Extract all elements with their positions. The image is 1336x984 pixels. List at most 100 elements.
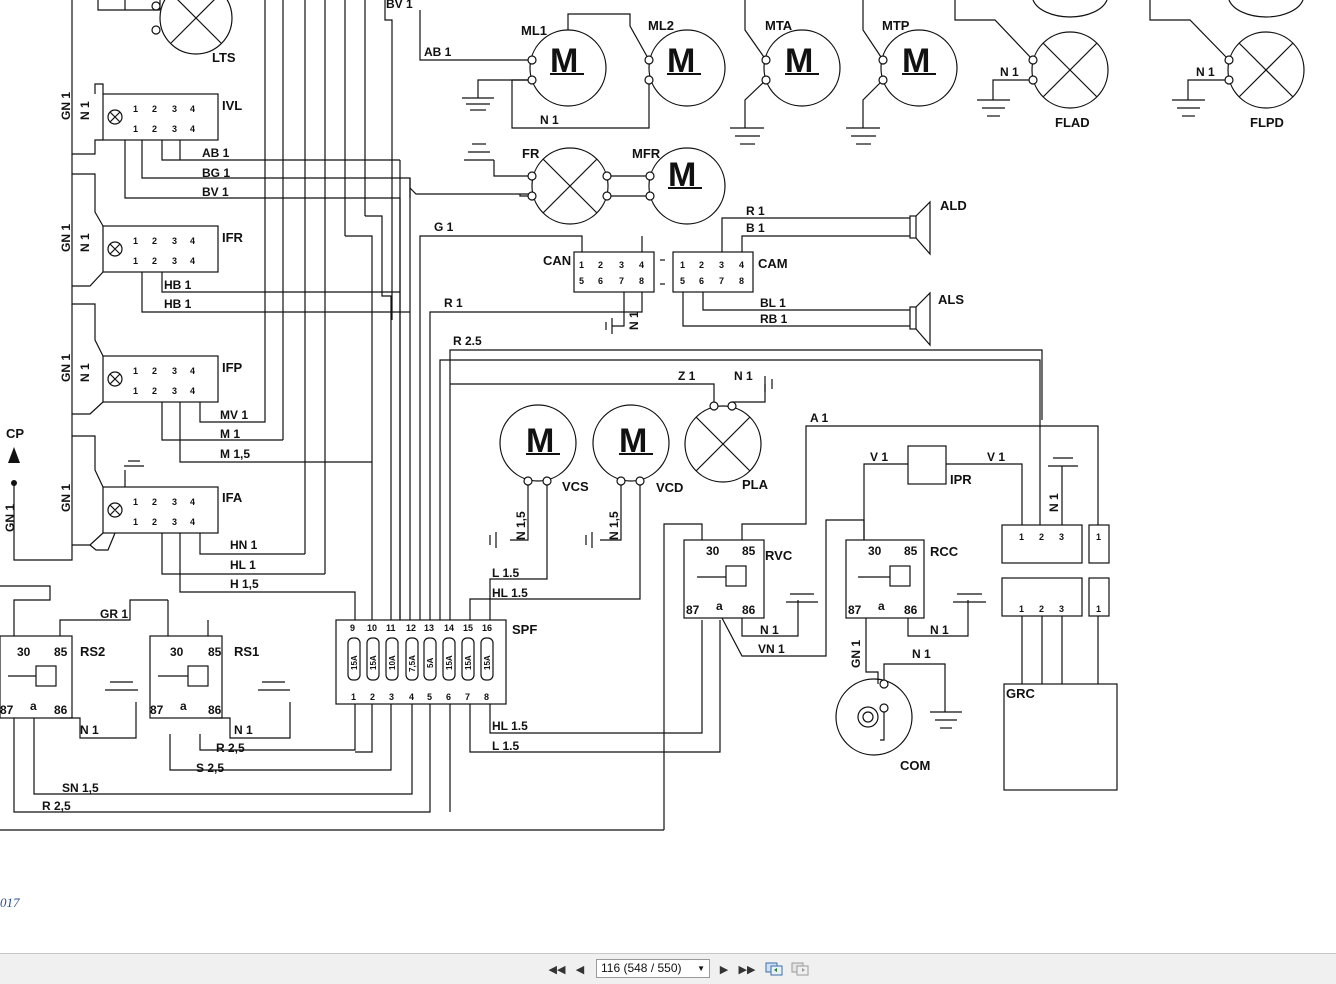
- label-flad: FLAD: [1055, 115, 1090, 130]
- ifp-pin: 3: [172, 366, 177, 376]
- grc-pin: 2: [1039, 604, 1044, 614]
- grc-pin: 1: [1096, 604, 1101, 614]
- spf-bottom-pin: 7: [465, 692, 470, 702]
- ifa-pin: 4: [190, 517, 195, 527]
- page-display: 116 (548 / 550): [601, 961, 682, 975]
- rcc-pin-85: 85: [904, 544, 918, 558]
- wire-n1-flad: N 1: [1000, 65, 1019, 79]
- rcc-pin-30: 30: [868, 544, 882, 558]
- terminal-circles: [151, 1, 1234, 713]
- wire-b1-ald: B 1: [746, 221, 765, 235]
- spf-bottom-pin: 5: [427, 692, 432, 702]
- spf-bottom-pin: 3: [389, 692, 394, 702]
- grc-top-pin: 1: [1096, 532, 1101, 542]
- label-ml2: ML2: [648, 18, 674, 33]
- motor-symbols: M M M M M M M: [526, 42, 930, 460]
- label-cam: CAM: [758, 256, 788, 271]
- first-page-icon: ◀◀: [548, 963, 566, 976]
- wire-r1-ald: R 1: [746, 204, 765, 218]
- wire-n1-ifp: N 1: [78, 363, 92, 382]
- last-page-button[interactable]: ▶▶: [738, 961, 756, 977]
- spf-top-pin: 16: [482, 623, 492, 633]
- label-ivl: IVL: [222, 98, 242, 113]
- grc-top-pin: 1: [1019, 532, 1024, 542]
- ifa-pin: 1: [133, 517, 138, 527]
- rs2-pin-85: 85: [54, 645, 68, 659]
- motor-underlines: [526, 73, 936, 455]
- label-vcs: VCS: [562, 479, 589, 494]
- label-mtp: MTP: [882, 18, 910, 33]
- rvc-pin-86: 86: [742, 603, 756, 617]
- wire-sn15: SN 1,5: [62, 781, 99, 795]
- ifr-pin: 3: [172, 236, 177, 246]
- wire-n1-rcc: N 1: [930, 623, 949, 637]
- wire-n1-ifr: N 1: [78, 233, 92, 252]
- wire-bg1: BG 1: [202, 166, 230, 180]
- ifp-pin: 1: [133, 386, 138, 396]
- label-rvc: RVC: [765, 548, 793, 563]
- ivl-pin: 3: [172, 124, 177, 134]
- previous-page-icon: ◀: [575, 963, 585, 976]
- chevron-down-icon: ▼: [697, 964, 705, 973]
- ivl-pin: 1: [133, 124, 138, 134]
- ifp-pin: 4: [190, 366, 195, 376]
- wire-s25: S 2,5: [196, 761, 224, 775]
- rotated-wire-labels: GN 1 N 1 GN 1 N 1 GN 1 N 1 GN 1 GN 1 N 1…: [3, 92, 1061, 668]
- wire-m1: M 1: [220, 427, 240, 441]
- fuse-rating: 15A: [350, 655, 359, 670]
- wire-hb1-b: HB 1: [164, 297, 192, 311]
- previous-view-button[interactable]: [765, 961, 783, 977]
- ivl-pin: 1: [133, 104, 138, 114]
- label-grc: GRC: [1006, 686, 1036, 701]
- cam-pin: 7: [719, 276, 724, 286]
- ifp-pin: 2: [152, 366, 157, 376]
- wire-mv1: MV 1: [220, 408, 248, 422]
- cam-pin: 1: [680, 260, 685, 270]
- wire-m15: M 1,5: [220, 447, 250, 461]
- fuse-rating: 5A: [426, 658, 435, 668]
- page-select[interactable]: 116 (548 / 550) ▼: [596, 959, 710, 978]
- ifa-pin: 3: [172, 497, 177, 507]
- next-page-button[interactable]: ▶: [715, 961, 733, 977]
- fuse-rating: 15A: [369, 655, 378, 670]
- wire-hn1: HN 1: [230, 538, 258, 552]
- rs1-pin-30: 30: [170, 645, 184, 659]
- wire-a1: A 1: [810, 411, 829, 425]
- can-pin: 7: [619, 276, 624, 286]
- ifa-pin: 2: [152, 517, 157, 527]
- label-ipr: IPR: [950, 472, 972, 487]
- label-vcd: VCD: [656, 480, 683, 495]
- wire-gn1-com: GN 1: [849, 640, 863, 668]
- previous-page-button[interactable]: ◀: [571, 961, 589, 977]
- wire-n1-pla: N 1: [734, 369, 753, 383]
- spf-top-pin: 14: [444, 623, 454, 633]
- wire-n1-rs1: N 1: [234, 723, 253, 737]
- ivl-pin: 4: [190, 124, 195, 134]
- label-ifa: IFA: [222, 490, 243, 505]
- first-page-button[interactable]: ◀◀: [548, 961, 566, 977]
- wire-vn1: VN 1: [758, 642, 785, 656]
- spf-top-pin: 13: [424, 623, 434, 633]
- wire-l15-bottom: L 1.5: [492, 739, 519, 753]
- pdf-navigation-toolbar: ◀◀ ◀ 116 (548 / 550) ▼ ▶ ▶▶: [0, 953, 1336, 984]
- label-ifr: IFR: [222, 230, 244, 245]
- wire-v1-b: V 1: [987, 450, 1005, 464]
- fuse-rating: 15A: [445, 655, 454, 670]
- label-fr: FR: [522, 146, 540, 161]
- spf-top-pin: 10: [367, 623, 377, 633]
- wire-hl15-top: HL 1.5: [492, 586, 528, 600]
- wire-bv1: BV 1: [202, 185, 229, 199]
- ifa-pin: 1: [133, 497, 138, 507]
- spf-bottom-pin: 2: [370, 692, 375, 702]
- next-view-icon: [791, 962, 809, 976]
- rs2-pin-86: 86: [54, 703, 68, 717]
- rs2-pin-a: a: [30, 699, 37, 713]
- next-view-button[interactable]: [791, 961, 809, 977]
- can-pin: 3: [619, 260, 624, 270]
- cam-pin: 8: [739, 276, 744, 286]
- ivl-pin: 2: [152, 104, 157, 114]
- rvc-pin-a: a: [716, 599, 723, 613]
- can-pin: 5: [579, 276, 584, 286]
- ifa-pin: 2: [152, 497, 157, 507]
- wire-n1-rvc: N 1: [760, 623, 779, 637]
